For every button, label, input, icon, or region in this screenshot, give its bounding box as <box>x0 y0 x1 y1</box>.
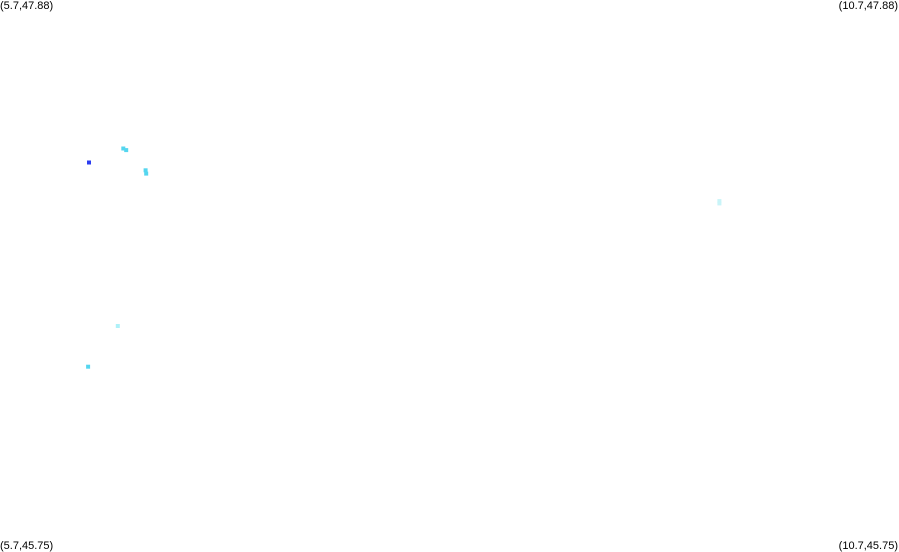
corner-label-top-left: (5.7,47.88) <box>0 0 54 12</box>
corner-label-bottom-left: (5.7,45.75) <box>0 540 54 552</box>
map-point <box>86 364 91 369</box>
corner-label-bottom-right: (10.7,45.75) <box>838 540 898 552</box>
map-point <box>717 199 722 204</box>
map-point <box>717 201 722 206</box>
map-point <box>87 160 91 165</box>
map-point <box>143 168 148 173</box>
map-point <box>121 146 126 151</box>
map-point <box>115 324 120 328</box>
map-point <box>144 171 149 176</box>
map-point <box>124 148 129 153</box>
corner-label-top-right: (10.7,47.88) <box>838 0 898 12</box>
